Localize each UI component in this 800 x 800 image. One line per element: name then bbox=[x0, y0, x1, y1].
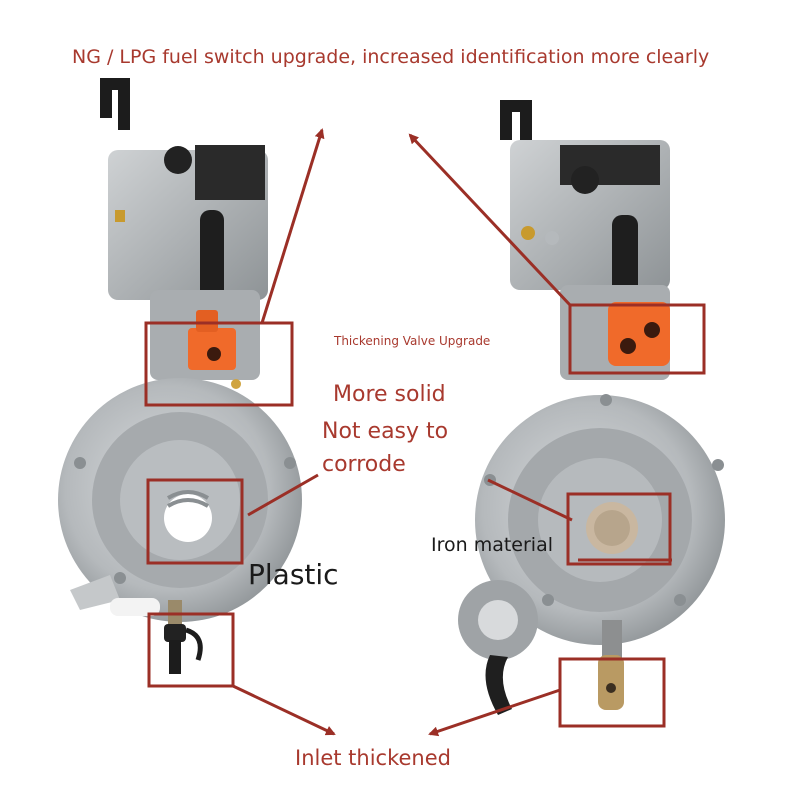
right-iron-box bbox=[566, 492, 672, 566]
right-valve-arrow bbox=[408, 133, 572, 307]
right-valve-box bbox=[568, 303, 706, 375]
left-inlet-box bbox=[147, 612, 235, 688]
left-valve-arrow bbox=[260, 128, 325, 324]
headline-text: NG / LPG fuel switch upgrade, increased … bbox=[72, 46, 710, 68]
not-easy-label: Not easy to bbox=[322, 419, 449, 444]
annotation-boxes bbox=[144, 303, 706, 728]
iron-material-label: Iron material bbox=[431, 534, 554, 556]
inlet-thickened-label: Inlet thickened bbox=[295, 746, 451, 770]
right-inlet-arrow bbox=[428, 688, 561, 737]
left-corrode-arrow bbox=[247, 473, 319, 517]
left-valve-box bbox=[144, 321, 294, 407]
more-solid-label: More solid bbox=[333, 382, 446, 407]
plastic-label: Plastic bbox=[248, 558, 339, 591]
left-inlet-arrow bbox=[232, 684, 336, 736]
annotation-arrows bbox=[232, 128, 672, 737]
right-inlet-box bbox=[558, 657, 666, 728]
left-plastic-box bbox=[146, 478, 244, 565]
corrode-label: corrode bbox=[322, 452, 406, 477]
thickening-valve-label: Thickening Valve Upgrade bbox=[334, 334, 491, 348]
right-iron-arrow bbox=[487, 478, 573, 522]
right-carburetor bbox=[458, 100, 725, 715]
